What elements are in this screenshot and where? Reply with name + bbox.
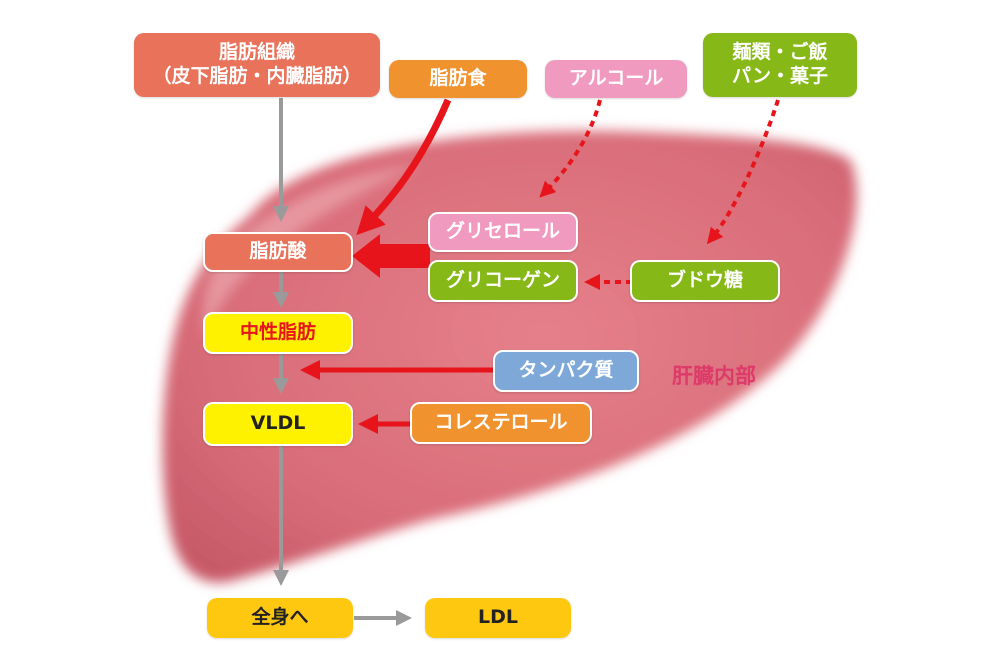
to-body-label: 全身へ xyxy=(251,606,309,629)
glycerol-label: グリセロール xyxy=(445,220,560,243)
adipose-line1: 脂肪組織 xyxy=(218,41,295,64)
arrow-alcohol-to-glycerol xyxy=(539,99,602,198)
vldl-label: VLDL xyxy=(250,412,306,435)
node-alcohol: アルコール xyxy=(545,60,687,98)
node-to-body: 全身へ xyxy=(207,598,353,638)
neutral-fat-label: 中性脂肪 xyxy=(239,321,316,344)
fatty-food-label: 脂肪食 xyxy=(429,67,487,90)
arrow-fatty-food-to-fatty-acid xyxy=(356,98,452,236)
node-protein: タンパク質 xyxy=(493,350,639,392)
liver-interior-label: 肝臓内部 xyxy=(672,364,756,388)
fatty-acid-label: 脂肪酸 xyxy=(249,240,307,263)
node-adipose-tissue: 脂肪組織 （皮下脂肪・内臓脂肪） xyxy=(134,33,380,97)
arrow-carbs-to-glucose xyxy=(706,99,780,245)
glycogen-label: グリコーゲン xyxy=(445,269,560,292)
carbs-line1: 麺類・ご飯 xyxy=(732,41,828,64)
node-carbs: 麺類・ご飯 パン・菓子 xyxy=(703,33,857,97)
node-glucose: ブドウ糖 xyxy=(630,260,780,302)
alcohol-label: アルコール xyxy=(568,67,664,90)
node-cholesterol: コレステロール xyxy=(410,402,592,444)
node-glycerol: グリセロール xyxy=(428,212,578,252)
node-ldl: LDL xyxy=(425,598,571,638)
ldl-label: LDL xyxy=(478,606,518,629)
glucose-label: ブドウ糖 xyxy=(666,269,743,292)
node-fatty-food: 脂肪食 xyxy=(389,60,527,98)
protein-label: タンパク質 xyxy=(518,359,614,382)
carbs-line2: パン・菓子 xyxy=(732,65,828,87)
cholesterol-label: コレステロール xyxy=(434,411,568,434)
node-glycogen: グリコーゲン xyxy=(428,260,578,302)
node-vldl: VLDL xyxy=(203,402,353,446)
adipose-line2: （皮下脂肪・内臓脂肪） xyxy=(152,65,362,87)
node-neutral-fat: 中性脂肪 xyxy=(203,312,353,354)
arrow-glycerol-glycogen-to-fatty-acid xyxy=(352,234,430,278)
node-fatty-acid: 脂肪酸 xyxy=(203,232,353,272)
